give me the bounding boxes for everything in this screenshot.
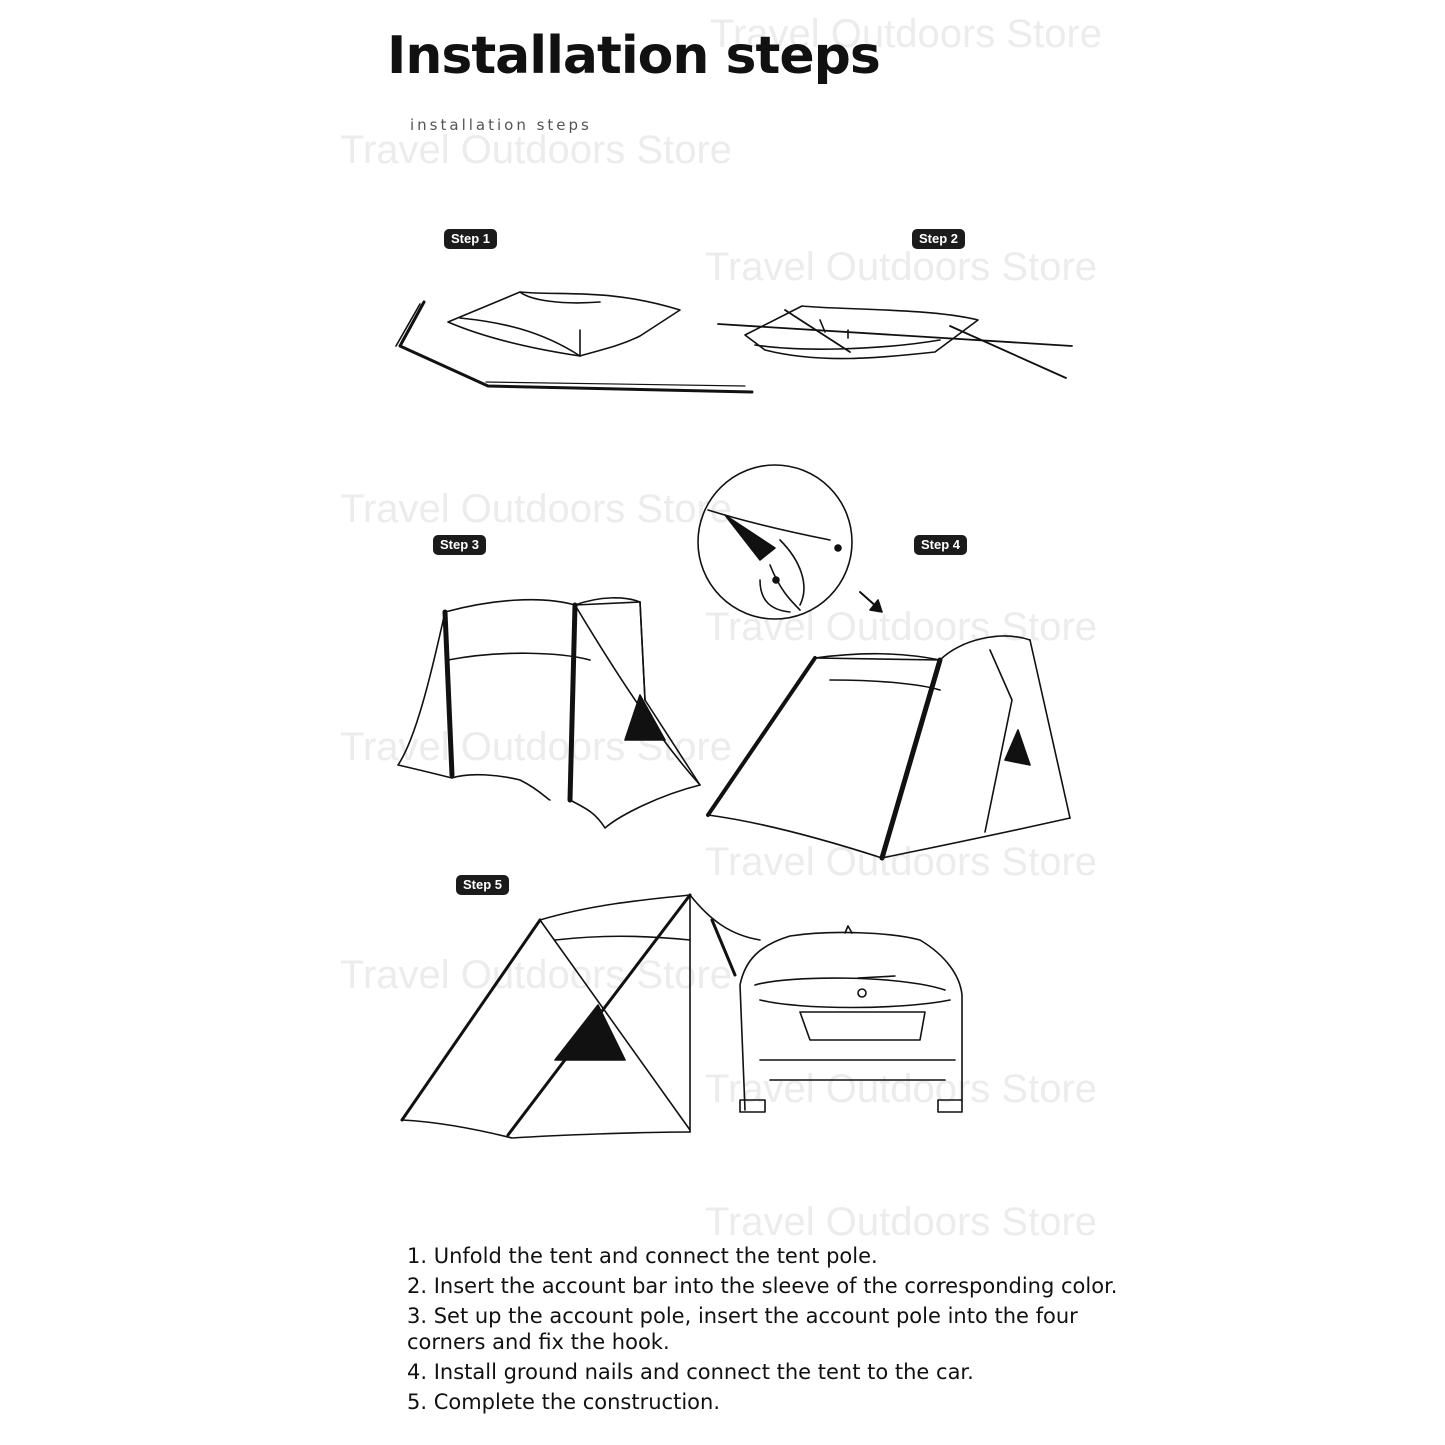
instruction-item: 3. Set up the account pole, insert the a… (407, 1304, 1078, 1354)
step-1-illustration (395, 291, 754, 394)
page-subtitle: installation steps (410, 116, 592, 134)
page-title: Installation steps (387, 26, 881, 86)
step-2-badge: Step 2 (912, 229, 966, 249)
step-5-illustration (400, 893, 963, 1139)
step-2-illustration (717, 305, 1073, 379)
instruction-item: 2. Insert the account bar into the sleev… (407, 1274, 1118, 1298)
instruction-item: 1. Unfold the tent and connect the tent … (407, 1244, 878, 1268)
step-4-illustration (706, 635, 1071, 861)
instruction-item: 5. Complete the construction. (407, 1390, 721, 1414)
detail-magnifier (697, 464, 883, 620)
instructions-list: 1. Unfold the tent and connect the tent … (407, 1243, 1127, 1419)
step-1-badge: Step 1 (444, 229, 498, 249)
step-4-badge: Step 4 (914, 535, 968, 555)
instruction-item: 4. Install ground nails and connect the … (407, 1360, 974, 1384)
step-3-badge: Step 3 (433, 535, 487, 555)
step-3-illustration (397, 597, 701, 829)
step-5-badge: Step 5 (456, 875, 510, 895)
